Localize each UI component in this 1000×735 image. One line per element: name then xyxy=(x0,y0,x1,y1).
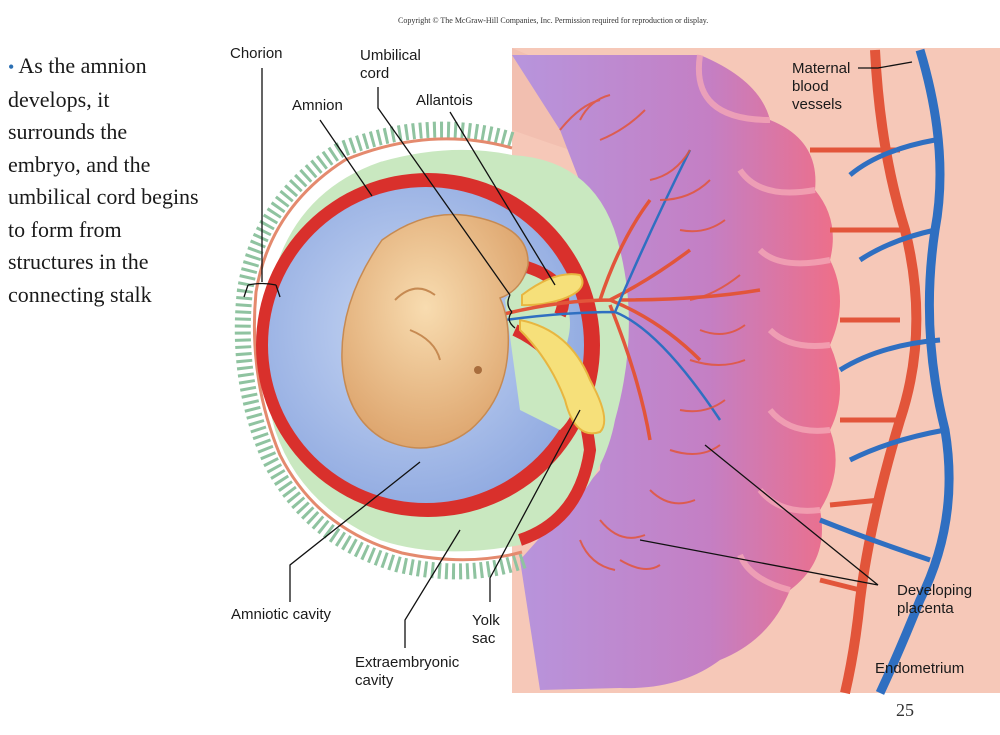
embryo-eye xyxy=(474,366,482,374)
copyright-notice: Copyright © The McGraw-Hill Companies, I… xyxy=(398,16,709,25)
label-allantois: Allantois xyxy=(416,92,473,109)
yolk-sac xyxy=(519,318,606,435)
maternal-vein xyxy=(875,48,954,695)
label-extraembryonic-cavity: Extraembryonic cavity xyxy=(355,654,460,689)
bullet-text: •As the amnion develops, it surrounds th… xyxy=(8,50,270,311)
label-yolk-sac: Yolk sac xyxy=(472,612,500,647)
label-umbilical-cord: Umbilical cord xyxy=(360,47,421,82)
allantois xyxy=(521,273,584,307)
page-number: 25 xyxy=(896,700,914,720)
maternal-vein-branches xyxy=(819,137,946,563)
bullet-line: to form from xyxy=(8,216,122,242)
chorionic-villi xyxy=(559,94,746,571)
label-developing-placenta: Developing placenta xyxy=(897,582,973,617)
label-amniotic-cavity: Amniotic cavity xyxy=(231,606,332,623)
embryo-limb-bud xyxy=(394,287,441,361)
maternal-vessels-leader xyxy=(858,61,913,69)
maternal-artery xyxy=(840,49,922,695)
leader-lines xyxy=(243,61,913,648)
umbilical-vessels xyxy=(499,198,761,441)
developing-placenta-leader xyxy=(639,444,879,586)
maternal-vessel-branches xyxy=(810,147,905,593)
label-endometrium: Endometrium xyxy=(875,660,965,677)
amnion-leader xyxy=(319,119,373,197)
umbilical-veins xyxy=(504,149,722,421)
chorion-leader xyxy=(243,68,281,298)
amniotic-cavity-leader xyxy=(289,461,421,602)
bullet-line: surrounds the xyxy=(8,119,128,144)
label-chorion: Chorion xyxy=(230,45,283,62)
chorion-outer-villi xyxy=(234,121,528,580)
embryo xyxy=(341,213,529,449)
bullet-line: embryo, and the xyxy=(8,151,151,177)
placenta-lobe-divisions xyxy=(695,54,831,593)
bullet-line: structures in the xyxy=(8,249,149,274)
bullet-line: connecting stalk xyxy=(8,281,152,307)
bullet-line: •As the amnion xyxy=(8,53,147,78)
allantois-leader xyxy=(449,111,556,286)
label-amnion: Amnion xyxy=(292,97,343,114)
umbilical-cord-leader xyxy=(377,87,516,329)
bullet-dot-icon: • xyxy=(8,57,15,77)
label-maternal-blood-vessels: Maternal blood vessels xyxy=(792,60,851,113)
bullet-line: develops, it xyxy=(8,86,110,112)
bullet-line: umbilical cord begins xyxy=(8,184,199,209)
yolk-sac-leader xyxy=(489,409,581,602)
extraembryonic-cavity-leader xyxy=(404,529,461,648)
chorion-membrane xyxy=(252,137,523,562)
